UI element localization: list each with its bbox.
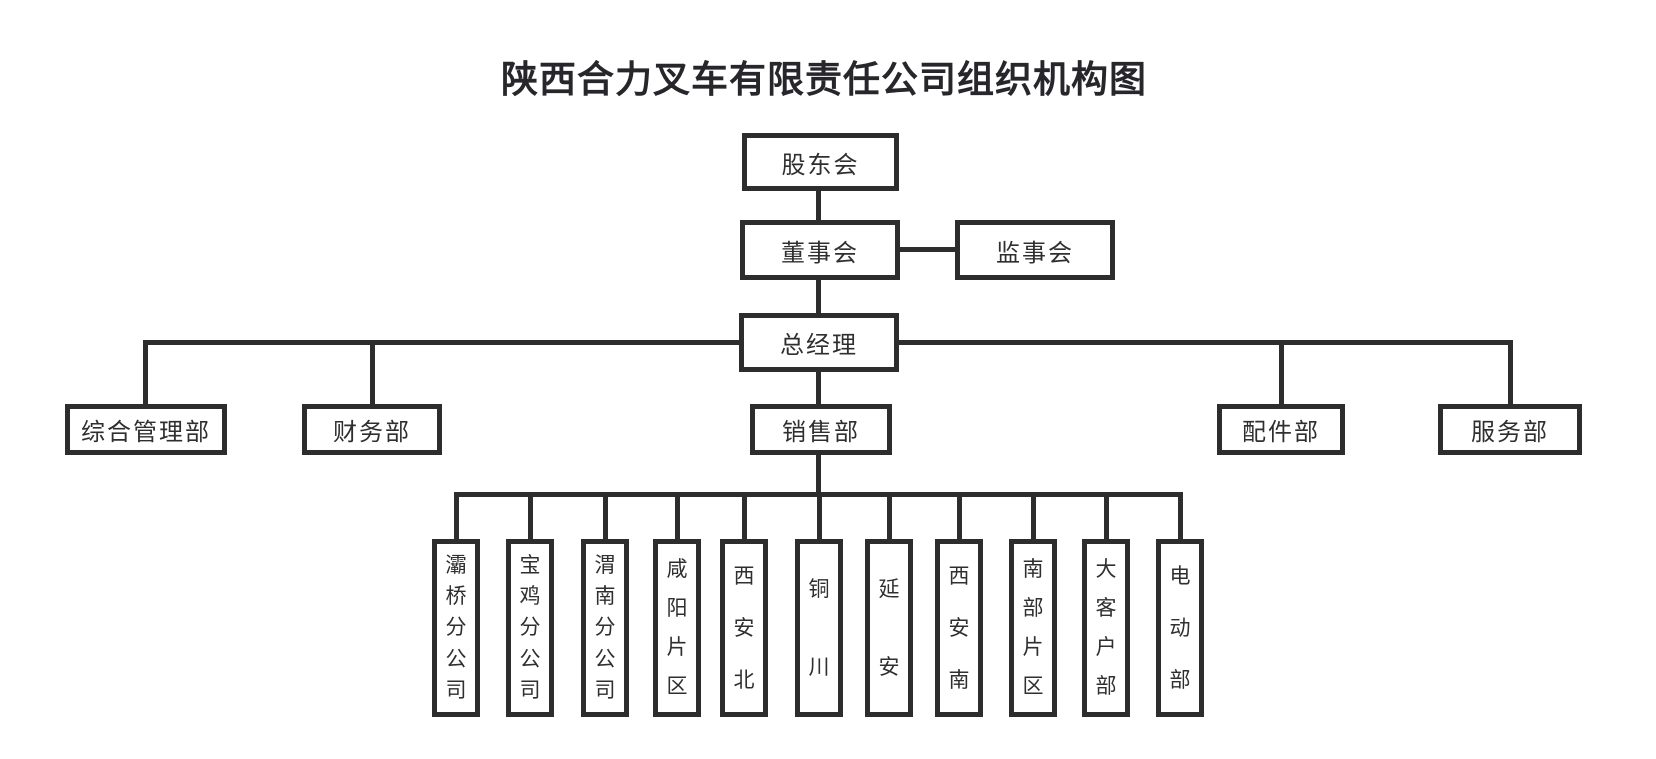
stub-unit-5: [817, 492, 822, 539]
drop-line-finance-dept: [370, 340, 375, 404]
node-label-char: 电: [1169, 563, 1191, 588]
node-label-char: 南: [948, 667, 970, 692]
node-label-char: 西: [733, 563, 755, 588]
node-label-char: 安: [948, 615, 970, 640]
node-general-manager: 总经理: [739, 313, 899, 372]
node-label: 配件部: [1242, 420, 1320, 446]
drop-line-admin-dept: [143, 340, 148, 404]
stub-unit-3: [675, 492, 680, 539]
node-label-char: 北: [733, 667, 755, 692]
connector-sales-rail: [816, 455, 821, 495]
node-sales-unit-xian-south: 西安南: [935, 539, 983, 717]
node-label-char: 宝: [519, 553, 541, 578]
node-label-char: 铜: [808, 576, 830, 601]
node-label: 总经理: [780, 333, 858, 359]
node-label-char: 安: [878, 654, 900, 679]
node-label-char: 桥: [445, 584, 467, 609]
stub-unit-0: [454, 492, 459, 539]
node-label-char: 延: [878, 576, 900, 601]
node-label-char: 西: [948, 563, 970, 588]
node-label-char: 司: [594, 677, 616, 702]
node-label-char: 咸: [666, 557, 688, 581]
node-sales-unit-tongchuan: 铜川: [795, 539, 843, 717]
node-label-char: 客: [1095, 596, 1117, 620]
node-label-char: 司: [445, 677, 467, 702]
node-label-char: 渭: [594, 553, 616, 578]
node-sales-unit-electric: 电动部: [1156, 539, 1204, 717]
org-chart-title: 陕西合力叉车有限责任公司组织机构图: [501, 59, 1147, 100]
node-label-char: 片: [666, 635, 688, 659]
node-label-char: 户: [1095, 635, 1117, 659]
node-label-char: 大: [1095, 557, 1117, 581]
node-label-char: 区: [666, 674, 688, 698]
node-label-char: 部: [1095, 674, 1117, 698]
node-sales-unit-key-accounts: 大客户部: [1082, 539, 1130, 717]
stub-unit-1: [528, 492, 533, 539]
node-board: 董事会: [740, 220, 900, 280]
node-label-char: 分: [594, 615, 616, 640]
node-dept-parts: 配件部: [1217, 404, 1345, 455]
stub-unit-7: [957, 492, 962, 539]
node-label: 服务部: [1471, 420, 1549, 446]
node-label: 监事会: [996, 240, 1074, 267]
connector-board-gm: [816, 280, 821, 313]
node-label: 财务部: [333, 420, 411, 446]
node-label-char: 川: [808, 654, 830, 679]
stub-unit-4: [742, 492, 747, 539]
node-sales-unit-south-region: 南部片区: [1009, 539, 1057, 717]
connector-shareholders-board: [816, 191, 821, 221]
node-label: 董事会: [781, 240, 859, 267]
drop-line-parts-dept: [1279, 340, 1284, 404]
node-label-char: 阳: [666, 596, 688, 620]
stub-unit-6: [887, 492, 892, 539]
node-label-char: 鸡: [519, 584, 541, 609]
branch-line-right: [899, 340, 1513, 345]
node-label-char: 南: [594, 584, 616, 609]
stub-unit-8: [1031, 492, 1036, 539]
connector-board-supervisors: [900, 247, 955, 252]
stub-unit-2: [603, 492, 608, 539]
node-sales-unit-yanan: 延安: [865, 539, 913, 717]
node-label-char: 公: [594, 646, 616, 671]
node-sales-unit-weinan: 渭南分公司: [581, 539, 629, 717]
node-label-char: 分: [519, 615, 541, 640]
node-label-char: 公: [445, 646, 467, 671]
node-shareholders: 股东会: [742, 133, 899, 191]
node-label-char: 南: [1022, 557, 1044, 581]
stub-unit-9: [1104, 492, 1109, 539]
node-dept-finance: 财务部: [302, 404, 442, 455]
drop-line-service-dept: [1508, 340, 1513, 404]
node-label: 综合管理部: [81, 420, 211, 446]
node-supervisors: 监事会: [955, 220, 1115, 280]
node-label-char: 区: [1022, 674, 1044, 698]
node-label-char: 安: [733, 615, 755, 640]
node-label-char: 分: [445, 615, 467, 640]
node-sales-unit-xianyang: 咸阳片区: [653, 539, 701, 717]
node-dept-admin: 综合管理部: [65, 404, 227, 455]
node-label-char: 部: [1022, 596, 1044, 620]
node-label-char: 司: [519, 677, 541, 702]
node-label-char: 片: [1022, 635, 1044, 659]
node-label-char: 灞: [445, 553, 467, 578]
branch-line-left: [143, 340, 739, 345]
node-dept-service: 服务部: [1438, 404, 1582, 455]
node-label-char: 部: [1169, 667, 1191, 692]
node-sales-unit-baoji: 宝鸡分公司: [506, 539, 554, 717]
connector-gm-sales: [816, 372, 821, 404]
node-sales-unit-xian-north: 西安北: [720, 539, 768, 717]
stub-unit-10: [1178, 492, 1183, 539]
node-label: 销售部: [782, 420, 860, 446]
node-label: 股东会: [781, 152, 860, 179]
node-sales-unit-baqiao: 灞桥分公司: [432, 539, 480, 717]
node-label-char: 公: [519, 646, 541, 671]
node-dept-sales: 销售部: [750, 404, 892, 455]
node-label-char: 动: [1169, 615, 1191, 640]
